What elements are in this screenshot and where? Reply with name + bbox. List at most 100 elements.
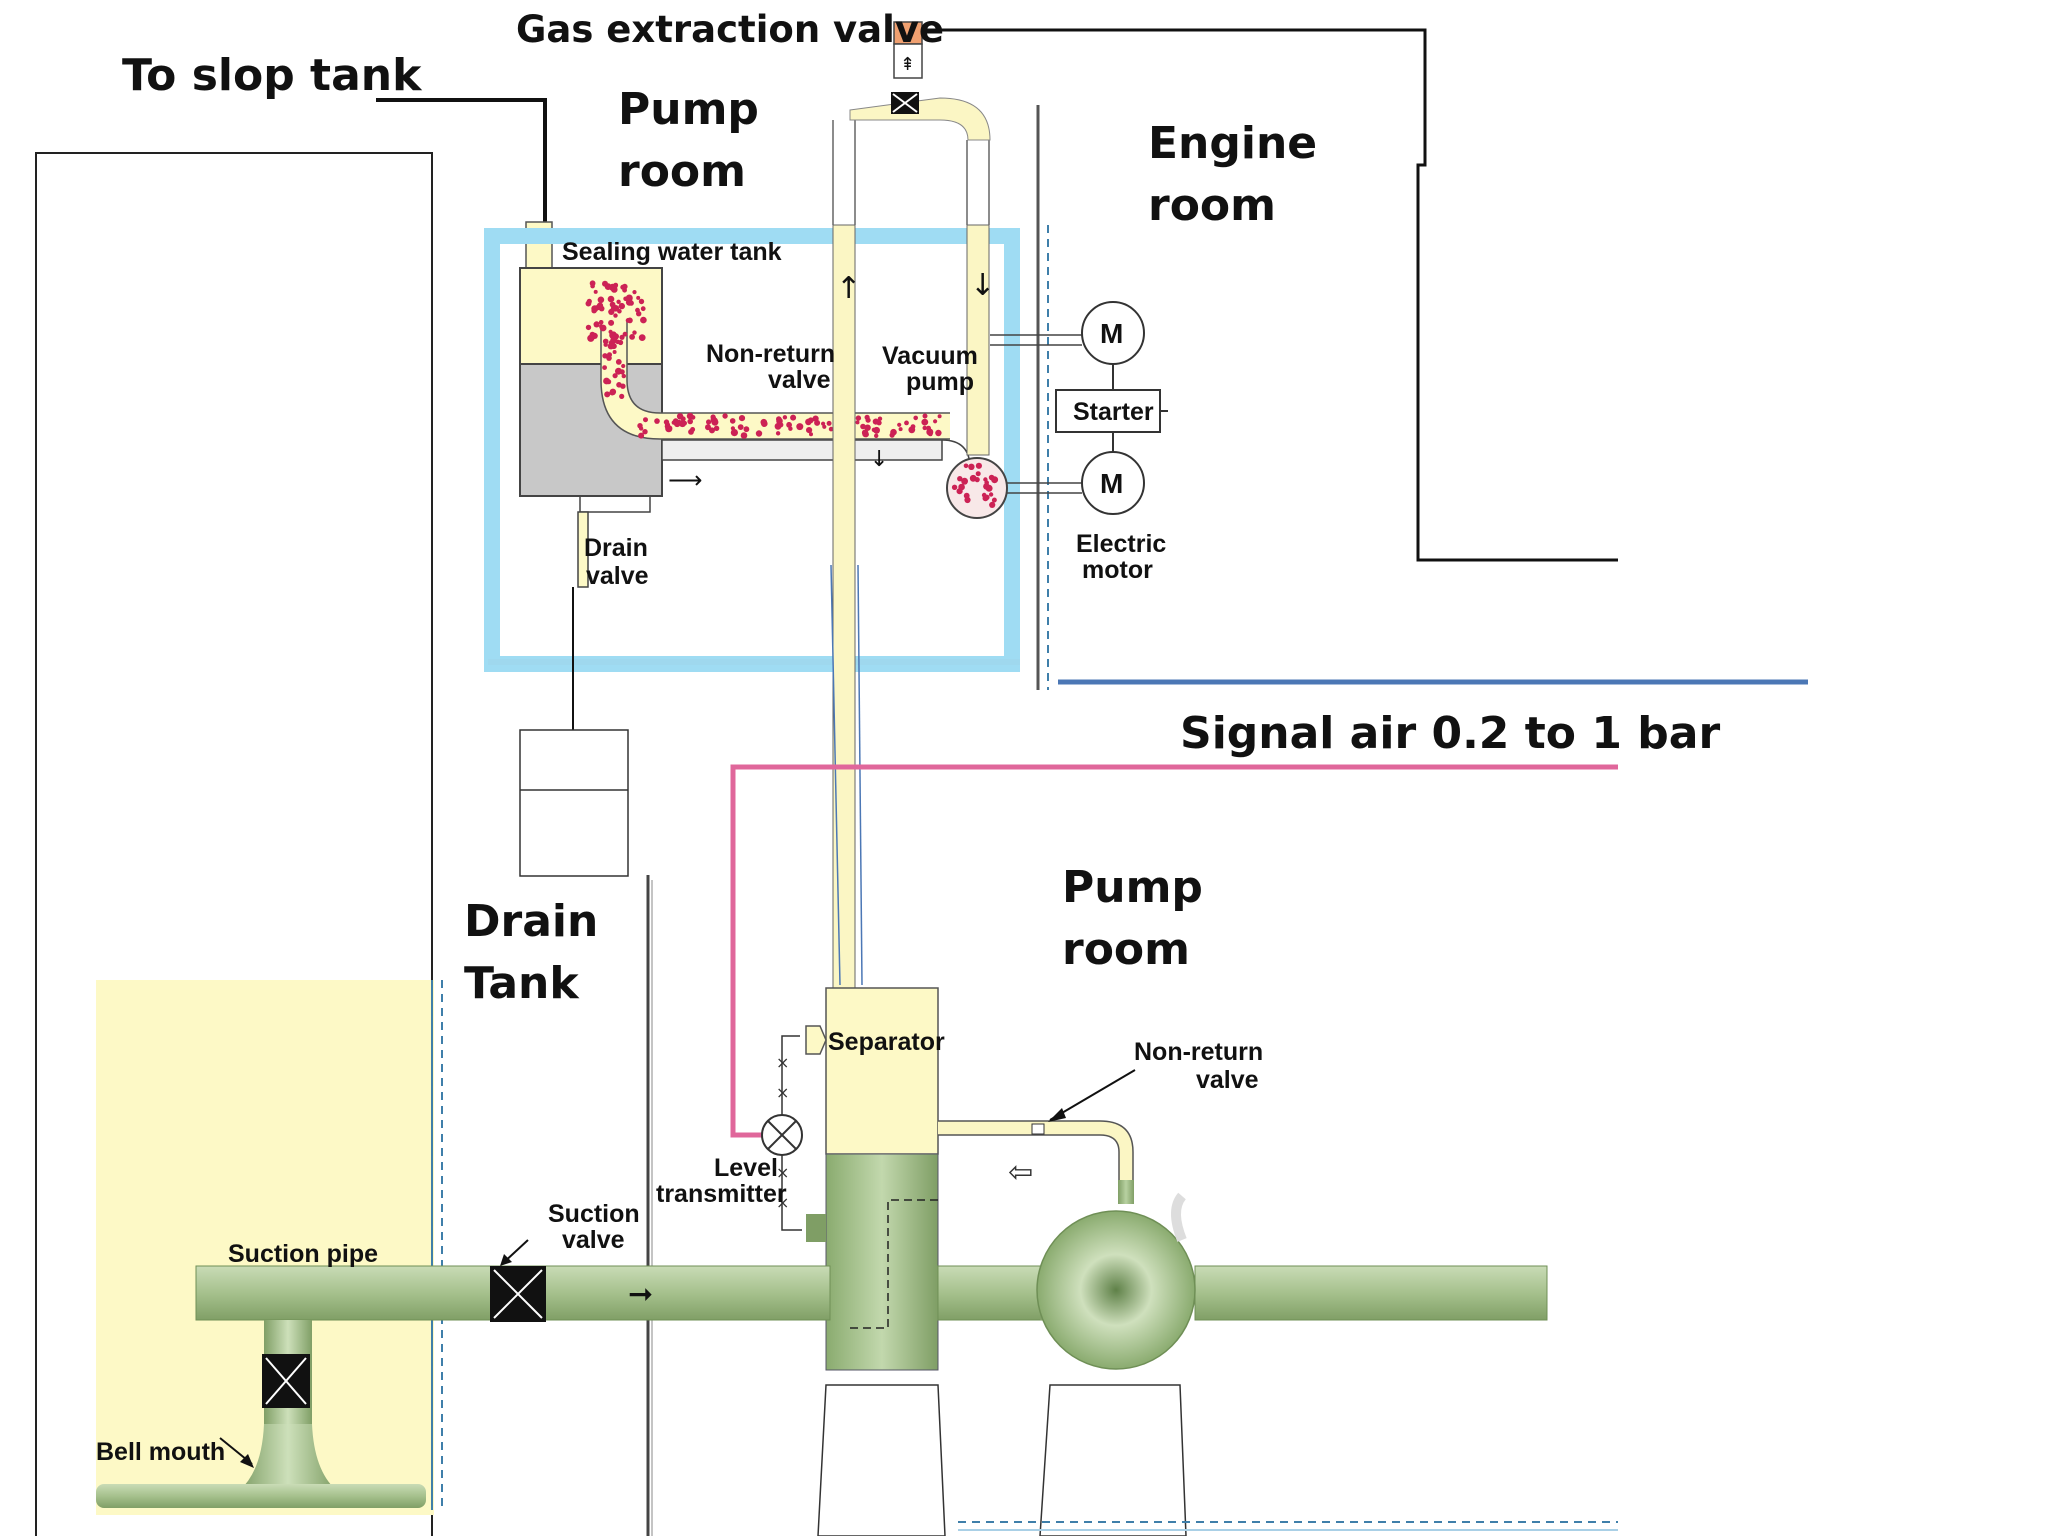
engine-room-label-2: room: [1148, 180, 1276, 231]
gas-bubble: [602, 353, 608, 359]
flow-right-arrow-icon: ➞: [628, 1277, 653, 1312]
gas-bubble: [786, 422, 792, 428]
motor-m2-label: M: [1100, 468, 1123, 499]
gas-bubble: [687, 418, 693, 425]
gas-bubble: [599, 324, 607, 332]
gas-bubble: [984, 480, 989, 486]
gas-bubble: [618, 302, 625, 310]
svg-text:⨯: ⨯: [776, 1083, 789, 1102]
gas-bubble: [975, 462, 983, 469]
gas-bubble: [860, 423, 866, 430]
vacuum-pump: [946, 457, 1008, 519]
gas-bubble: [625, 318, 631, 323]
level-transmitter[interactable]: ⨯ ⨯ ⨯ ⨯: [761, 1035, 803, 1231]
gas-extraction-valve[interactable]: ⇞: [891, 21, 923, 114]
non-return-valve-bottom-icon[interactable]: [1031, 1123, 1045, 1135]
gas-bubble: [638, 334, 646, 341]
gas-bubble: [730, 429, 739, 437]
gas-bubble: [638, 432, 645, 439]
gas-bubble: [632, 330, 637, 335]
gas-bubble: [690, 415, 696, 420]
drain-tank-label-2: Tank: [464, 958, 580, 1009]
gas-bubble: [608, 308, 615, 315]
gas-bubble: [957, 476, 963, 482]
gas-bubble: [602, 365, 607, 370]
gas-bubble: [632, 290, 637, 295]
gas-bubble: [642, 429, 648, 435]
flow-arrow-icon: ⟶: [668, 466, 702, 494]
suction-pipe-label: Suction pipe: [228, 1240, 378, 1268]
left-arrow-icon: ⇦: [1008, 1155, 1033, 1190]
gas-bubble: [620, 284, 626, 290]
gas-bubble: [609, 301, 616, 308]
vacuum-pump-label-2: pump: [906, 368, 974, 396]
gas-bubble: [722, 413, 728, 419]
gas-bubble: [964, 496, 971, 504]
gas-bubble: [826, 420, 832, 426]
gas-bubble: [590, 283, 595, 289]
drain-valve-label-1: Drain: [584, 534, 648, 562]
gas-bubble: [933, 419, 938, 424]
svg-text:⇞: ⇞: [900, 54, 915, 75]
gas-bubble: [622, 331, 628, 337]
gas-bubble: [814, 419, 821, 426]
gas-bubble: [618, 339, 624, 346]
gas-bubble: [910, 424, 916, 429]
gas-bubble: [874, 433, 879, 438]
svg-text:⨯: ⨯: [776, 1053, 789, 1072]
gas-bubble: [778, 422, 784, 428]
non-return-bottom-label-1: Non-return: [1134, 1038, 1263, 1066]
gas-bubble: [782, 415, 788, 420]
gas-bubble: [913, 415, 918, 421]
gas-bubble: [897, 422, 902, 427]
bell-mouth-label: Bell mouth: [96, 1438, 225, 1466]
motor-assembly: [990, 301, 1168, 515]
motor-m1-label: M: [1100, 318, 1123, 349]
suction-valve-label-1: Suction: [548, 1200, 640, 1228]
gas-bubble: [690, 427, 696, 432]
gas-bubble: [740, 432, 748, 439]
gas-bubble: [877, 416, 883, 421]
gas-bubble: [682, 420, 687, 426]
gas-bubble: [962, 480, 968, 485]
gas-bubble: [640, 306, 646, 312]
gas-bubble: [619, 334, 625, 340]
engine-room-label-1: Engine: [1148, 118, 1317, 169]
gas-bubble: [969, 474, 977, 482]
non-return-bottom-label-2: valve: [1196, 1066, 1259, 1094]
gas-bubble: [710, 417, 715, 422]
gas-bubble: [602, 280, 608, 287]
svg-text:⨯: ⨯: [776, 1163, 789, 1182]
gas-bubble: [607, 352, 612, 358]
gas-bubble: [855, 420, 860, 425]
gas-bubble: [619, 393, 625, 399]
gas-bubble: [890, 428, 897, 436]
gas-bubble: [607, 295, 615, 303]
gas-bubble: [609, 389, 616, 396]
electric-motor-label-2: motor: [1082, 556, 1153, 584]
suction-valve[interactable]: [490, 1239, 546, 1322]
up-arrow-icon: ↑: [836, 271, 861, 306]
signal-air-label: Signal air 0.2 to 1 bar: [1180, 708, 1720, 759]
gas-bubble: [743, 426, 750, 433]
gas-bubble: [865, 417, 871, 423]
gas-bubble: [790, 414, 797, 421]
gas-bubble: [796, 423, 804, 431]
drain-valve-label-2: valve: [586, 562, 649, 590]
pump-room-bottom-label-2: room: [1062, 924, 1190, 975]
cargo-pump: [958, 1192, 1618, 1536]
bell-mouth: [96, 1320, 426, 1508]
gas-bubble: [937, 414, 942, 419]
level-transmitter-label-1: Level: [714, 1154, 778, 1182]
gas-bubble: [629, 334, 635, 340]
gas-bubble: [951, 484, 958, 490]
gas-bubble: [676, 419, 682, 426]
gas-bubble: [713, 425, 720, 431]
small-down-arrow-icon: ↓: [870, 447, 888, 472]
gas-bubble: [982, 495, 989, 502]
gas-extraction-valve-label: Gas extraction valve: [516, 8, 944, 51]
gas-bubble: [625, 298, 633, 306]
gas-bubble: [737, 424, 744, 430]
gas-bubble: [612, 350, 617, 354]
gas-bubble: [822, 424, 827, 429]
